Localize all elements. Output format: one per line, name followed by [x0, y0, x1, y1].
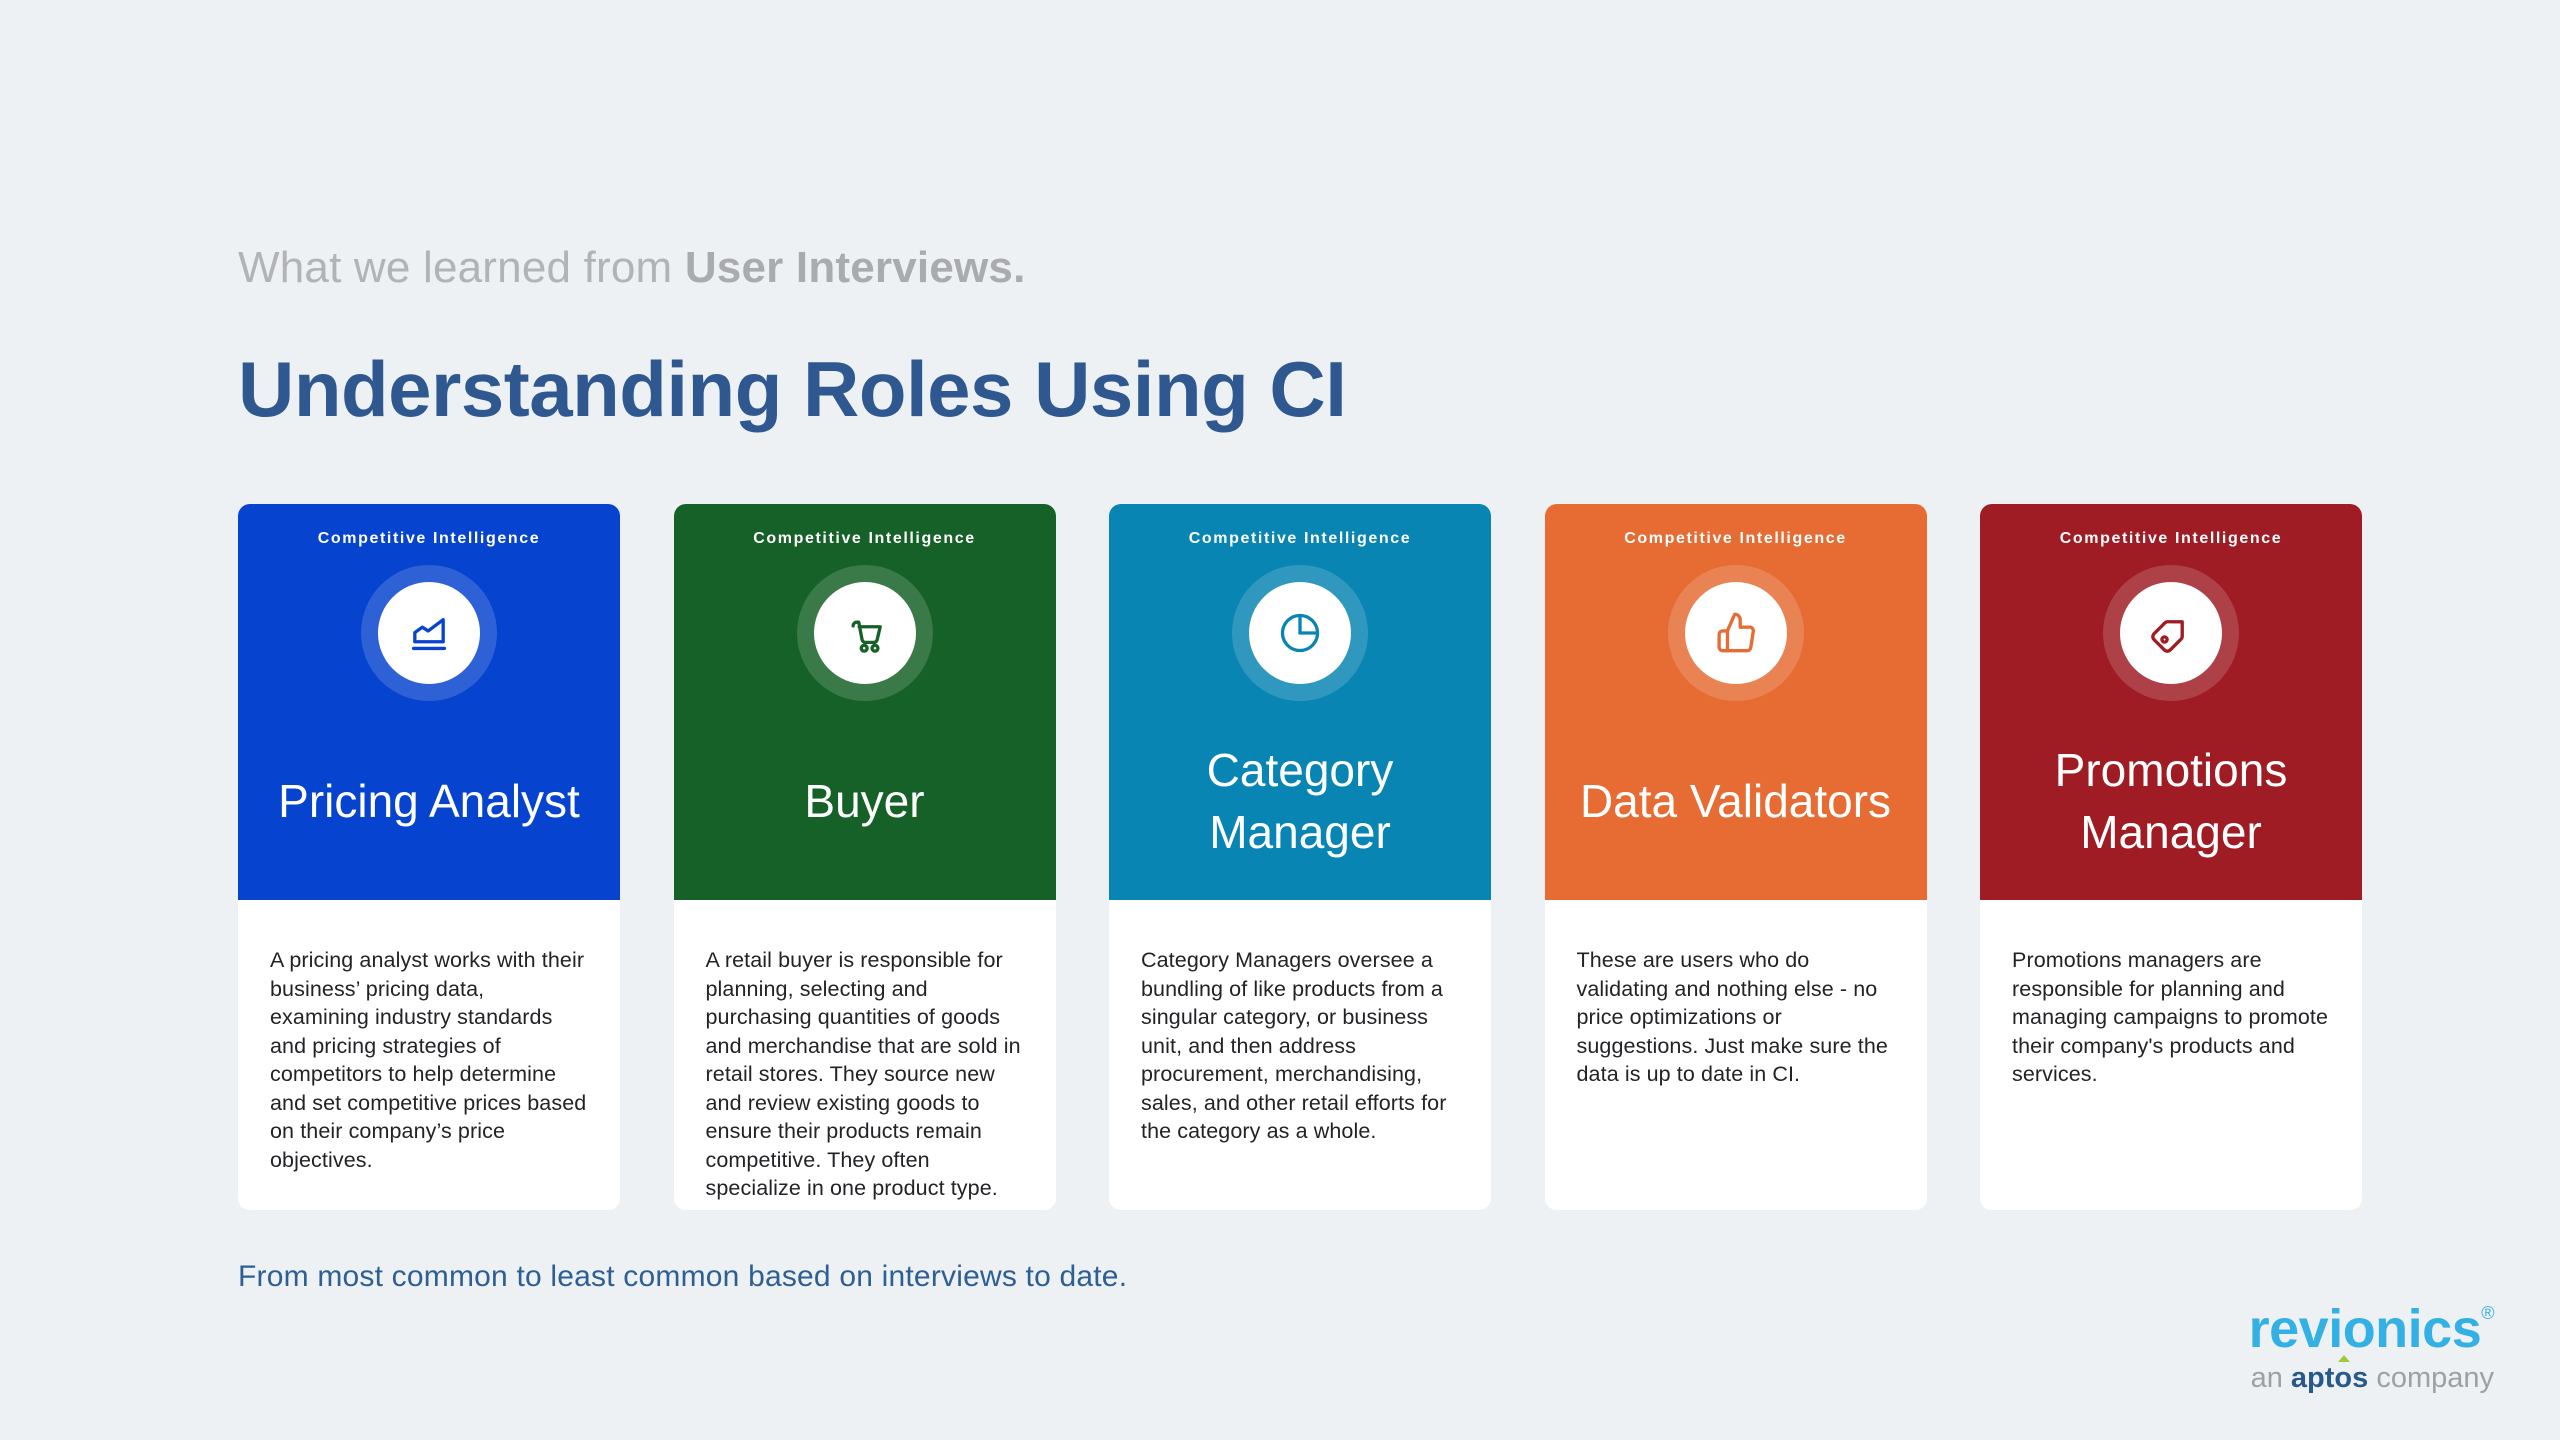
card-title: Buyer: [804, 774, 925, 827]
eyebrow: What we learned from User Interviews.: [238, 0, 2362, 290]
card-body: Category Managers oversee a bundling of …: [1109, 900, 1491, 1210]
card-label: Competitive Intelligence: [2059, 530, 2283, 547]
pie-chart-icon: [1249, 582, 1351, 684]
card-description: Category Managers oversee a bundling of …: [1141, 948, 1447, 1143]
logo-tagline: an aptos company: [2250, 1362, 2494, 1394]
card-body: These are users who do validating and no…: [1544, 900, 1927, 1210]
card-header: Competitive Intelligence Category Manage…: [1109, 504, 1491, 900]
registered-trademark: ®: [2481, 1303, 2494, 1323]
card-buyer: Competitive Intelligence Buyer A: [673, 504, 1056, 1210]
card-pricing-analyst: Competitive Intelligence Pricing Analyst…: [238, 504, 620, 1210]
icon-ring: [2103, 565, 2239, 701]
icon-ring: [796, 565, 933, 701]
card-description: These are users who do validating and no…: [1576, 948, 1888, 1086]
card-body: Promotions managers are responsible for …: [1980, 900, 2362, 1210]
card-header: Competitive Intelligence Buyer: [673, 504, 1056, 900]
thumbs-up-icon: [1684, 582, 1787, 684]
card-data-validators: Competitive Intelligence Data Validators…: [1544, 504, 1927, 1210]
role-cards-row: Competitive Intelligence Pricing Analyst…: [238, 504, 2362, 1210]
card-header: Competitive Intelligence Pricing Analyst: [238, 504, 620, 900]
aptos-wordmark: aptos: [2290, 1362, 2369, 1394]
shopping-cart-icon: [813, 582, 916, 684]
card-title: Pricing Analyst: [278, 774, 580, 827]
revionics-wordmark: revionics®: [2248, 1299, 2495, 1359]
card-description: Promotions managers are responsible for …: [2012, 948, 2329, 1086]
eyebrow-bold: User Interviews.: [684, 243, 1026, 292]
card-title: Category Manager: [1206, 743, 1394, 858]
card-promotions-manager: Competitive Intelligence Promotions Mana: [1980, 504, 2362, 1210]
card-label: Competitive Intelligence: [317, 530, 541, 547]
card-body: A pricing analyst works with their busin…: [238, 900, 620, 1210]
card-category-manager: Competitive Intelligence Category Manage…: [1109, 504, 1491, 1210]
card-description: A pricing analyst works with their busin…: [270, 948, 587, 1172]
card-label: Competitive Intelligence: [753, 530, 976, 547]
revionics-logo: revionics® an aptos company: [2248, 1299, 2495, 1395]
icon-ring: [1667, 565, 1804, 701]
card-title: Promotions Manager: [2054, 743, 2288, 858]
card-title: Data Validators: [1579, 774, 1892, 827]
icon-ring: [361, 565, 497, 701]
card-description: A retail buyer is responsible for planni…: [705, 948, 1021, 1200]
card-label: Competitive Intelligence: [1188, 530, 1412, 547]
slide-content: What we learned from User Interviews. Un…: [238, 0, 2362, 1293]
eyebrow-regular: What we learned from: [238, 243, 685, 292]
card-header: Competitive Intelligence Data Validators: [1544, 504, 1927, 900]
card-label: Competitive Intelligence: [1624, 530, 1847, 547]
page-title: Understanding Roles Using CI: [238, 345, 1347, 433]
area-chart-icon: [378, 582, 480, 684]
card-body: A retail buyer is responsible for planni…: [673, 900, 1056, 1210]
footer-note: From most common to least common based o…: [238, 1260, 1128, 1293]
tag-icon: [2120, 582, 2222, 684]
icon-ring: [1232, 565, 1368, 701]
card-header: Competitive Intelligence Promotions Mana: [1980, 504, 2362, 900]
